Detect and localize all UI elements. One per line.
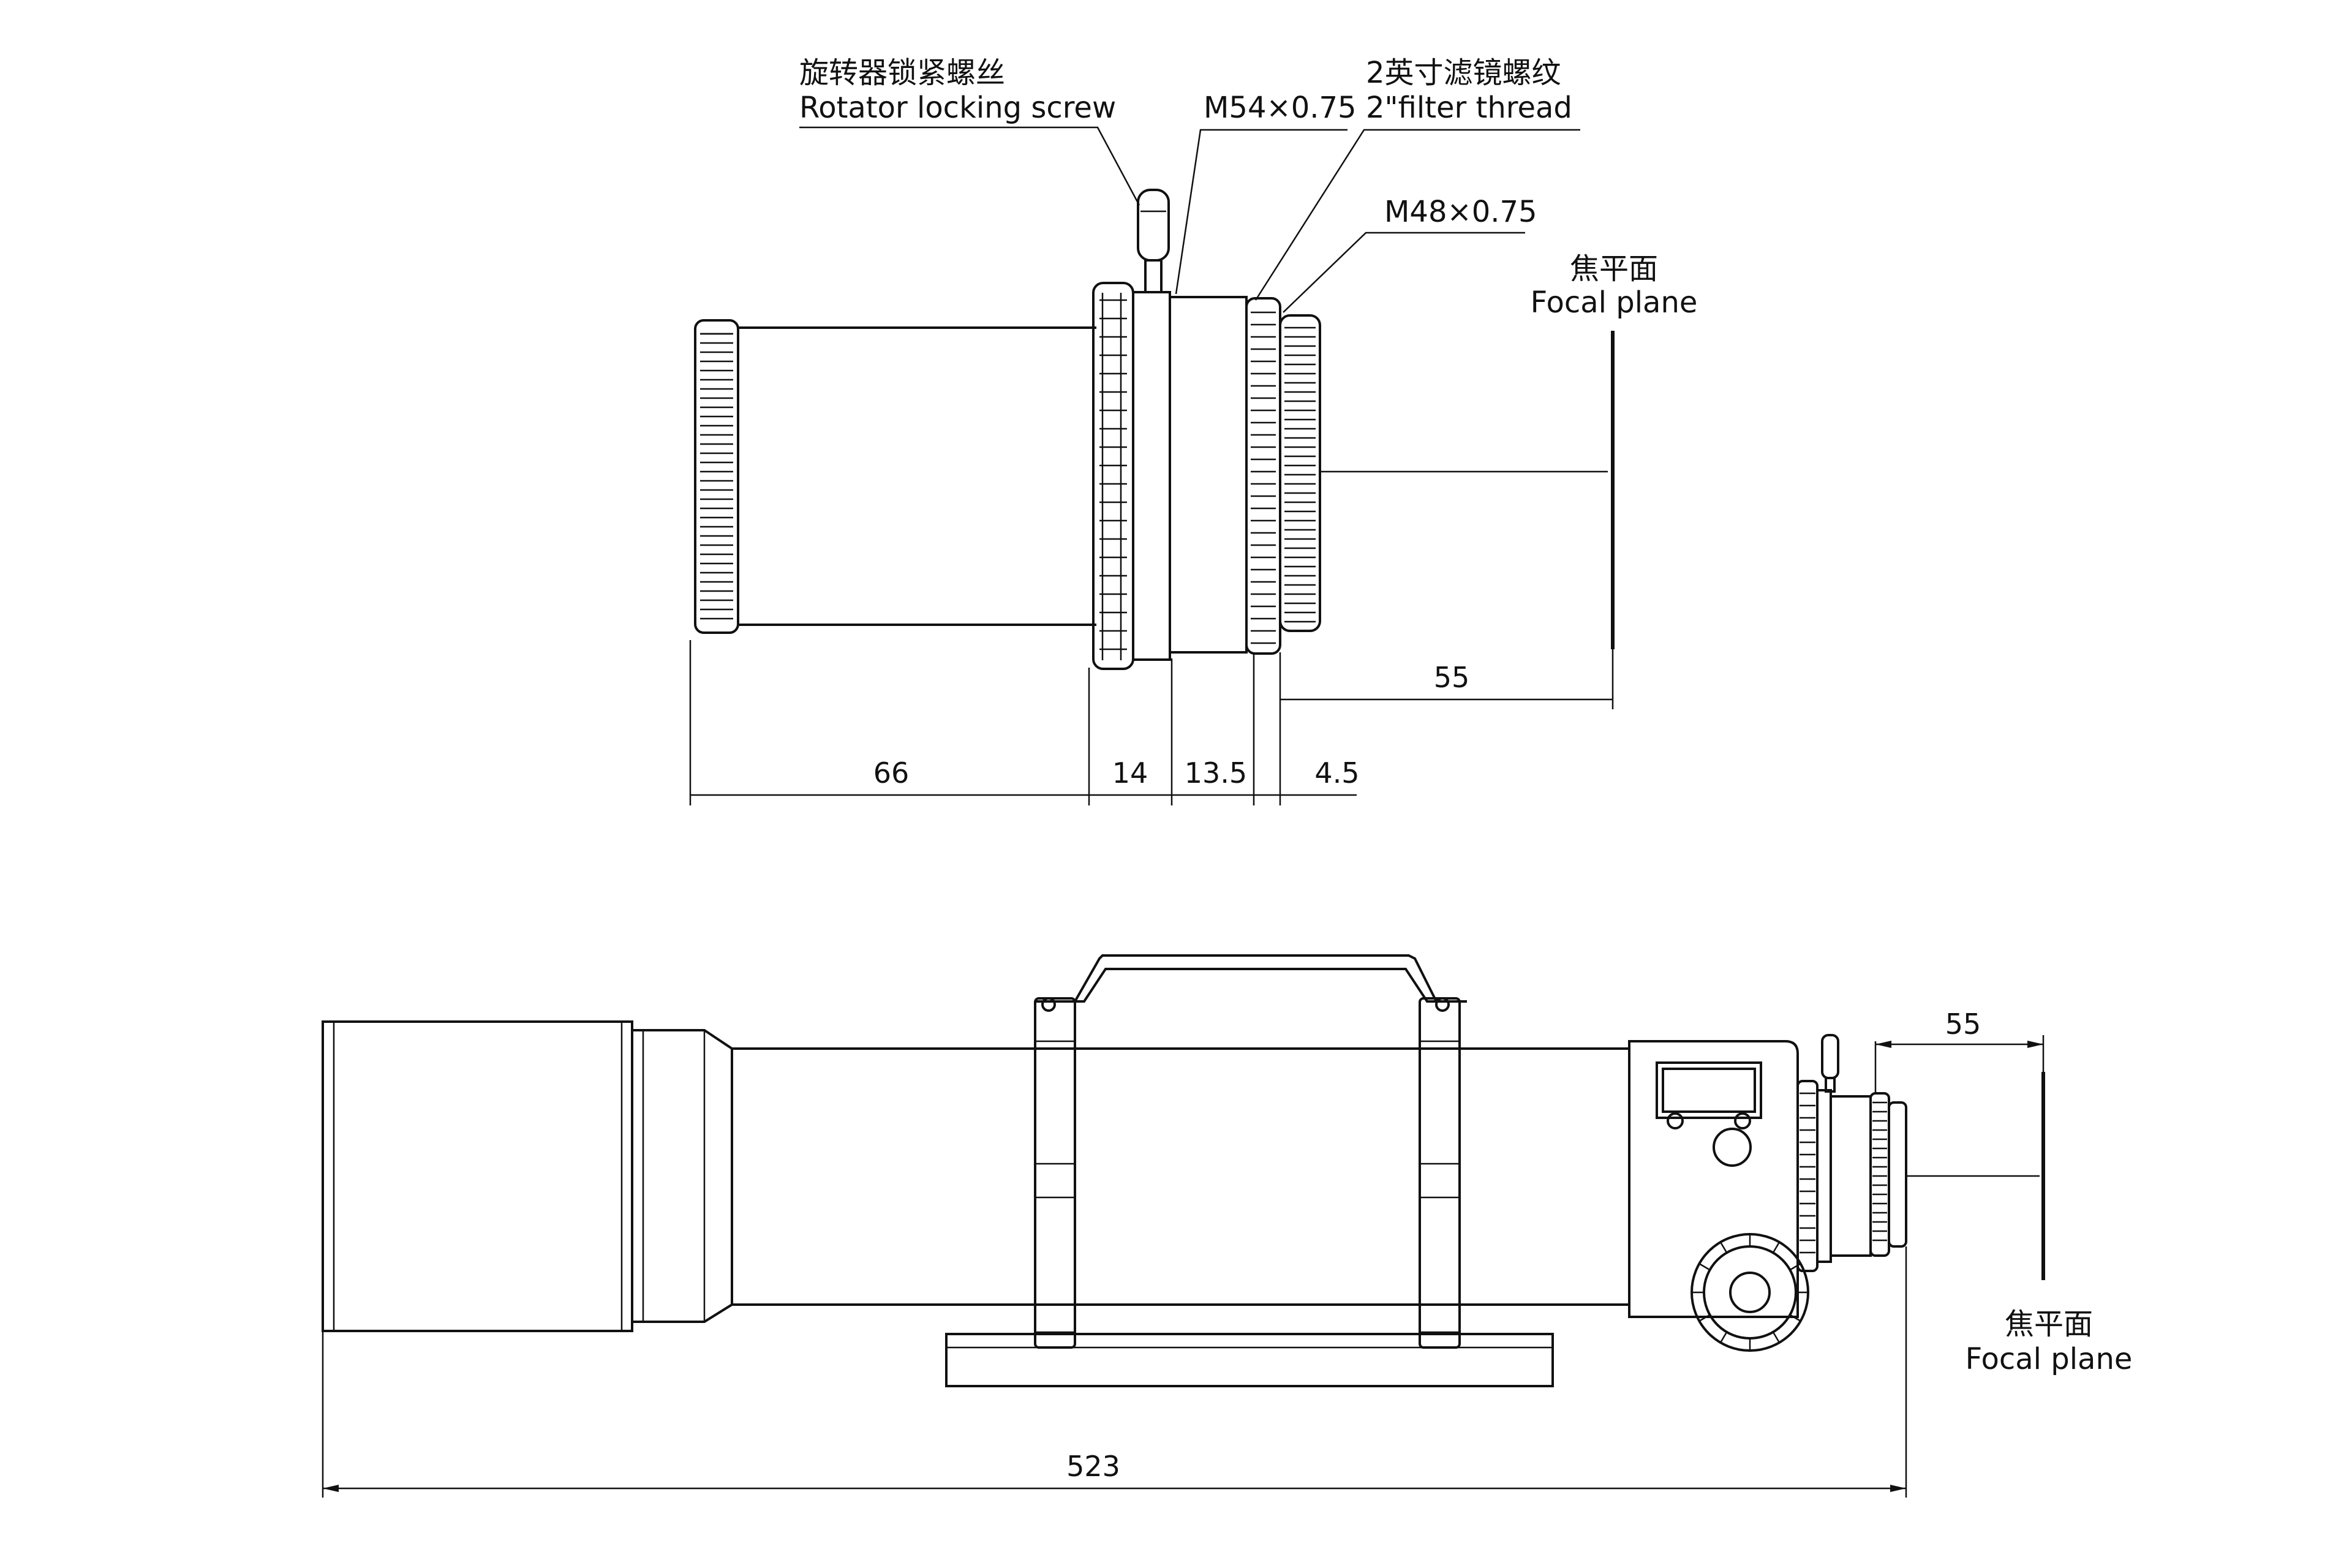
carry-handle — [1035, 954, 1467, 1012]
tube-ring-right — [1419, 997, 1461, 1349]
focal-plane-label-cn: 焦平面 — [1570, 252, 1658, 286]
filter-thread-label-en: 2"filter thread — [1366, 91, 1572, 125]
ota-tube — [732, 1047, 1629, 1306]
dim-14: 14 — [1112, 756, 1148, 790]
rotator-screw-label-cn: 旋转器锁紧螺丝 — [799, 56, 1005, 90]
m48-thread-label: M48×0.75 — [1384, 195, 1537, 229]
rotator-assembly — [1796, 1034, 1907, 1272]
dim-523: 523 — [1066, 1450, 1120, 1483]
dim-66: 66 — [873, 756, 910, 790]
dimension-lines-bottom — [322, 1035, 2045, 1498]
rotator-flange — [1132, 291, 1171, 661]
locking-screw — [1137, 189, 1170, 293]
dovetail-plate — [945, 1333, 1554, 1387]
focus-knob — [1691, 1233, 1809, 1352]
bottom-view: 55 523 焦平面 Focal plane — [322, 954, 2133, 1498]
dimension-lines — [689, 640, 1614, 805]
filter-thread-label-cn: 2英寸滤镜螺纹 — [1366, 56, 1561, 90]
left-knurled-ring — [694, 319, 739, 634]
focal-plane-label-en: Focal plane — [1531, 285, 1698, 320]
top-view: 旋转器锁紧螺丝 Rotator locking screw M54×0.75 2… — [689, 56, 1698, 805]
dim-13-5: 13.5 — [1185, 756, 1247, 790]
leader-lines — [799, 126, 1580, 313]
m54-section — [1169, 296, 1248, 654]
rotator-screw-label-en: Rotator locking screw — [799, 91, 1116, 125]
focal-plane-label-cn-bottom: 焦平面 — [2005, 1307, 2093, 1341]
tube-ring-left — [1034, 997, 1076, 1349]
dim-4-5: 4.5 — [1314, 756, 1359, 790]
dew-shield — [322, 1020, 633, 1332]
m54-thread-label: M54×0.75 — [1204, 91, 1357, 125]
dim-55-top: 55 — [1434, 661, 1470, 694]
drawtube-body — [738, 326, 1096, 626]
rotator-ring — [1092, 282, 1134, 670]
focuser-body — [1628, 1040, 1799, 1318]
lens-cell — [631, 1029, 733, 1323]
focal-plane-label-en-bottom: Focal plane — [1966, 1342, 2133, 1376]
m48-adapter — [1245, 297, 1321, 655]
dim-55-bottom: 55 — [1945, 1008, 1981, 1041]
